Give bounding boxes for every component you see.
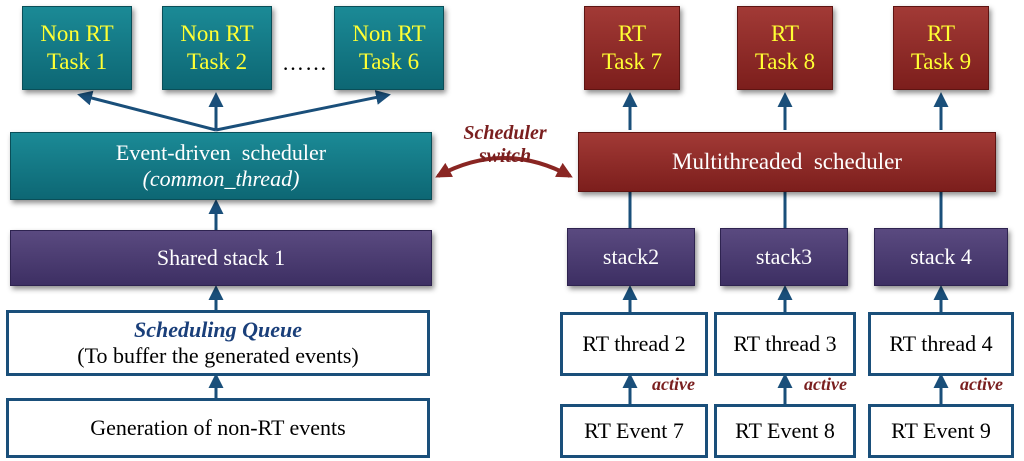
non-rt-task-6-line1: Non RT [352, 21, 426, 47]
rt-event-7-label: RT Event 7 [584, 417, 684, 443]
scheduling-queue-title: Scheduling Queue [133, 316, 303, 342]
multithreaded-scheduler: Multithreaded scheduler [578, 132, 996, 192]
rt-thread-2-label: RT thread 2 [582, 330, 686, 356]
arrow-to-non-rt-task-1 [77, 90, 217, 132]
rt-thread-2: RT thread 2 [560, 312, 708, 376]
stack-2: stack2 [567, 228, 695, 286]
rt-event-8: RT Event 8 [714, 404, 856, 458]
non-rt-task-2-line2: Task 2 [186, 49, 248, 74]
rt-thread-4-label: RT thread 4 [889, 330, 993, 356]
rt-event-7: RT Event 7 [560, 404, 708, 458]
active-label-thread-4: active [960, 374, 1003, 394]
task-ellipsis: …… [282, 50, 328, 75]
event-scheduler-subtitle: (common_thread) [142, 166, 300, 191]
non-rt-event-generation: Generation of non-RT events [6, 398, 430, 458]
rt-task-8-line2: Task 8 [754, 49, 816, 74]
rt-task-7-line2: Task 7 [601, 49, 663, 74]
event-scheduler-title: Event-driven scheduler [115, 139, 327, 165]
non-rt-task-6-line2: Task 6 [358, 49, 420, 74]
rt-task-9-line2: Task 9 [910, 49, 972, 74]
event-driven-scheduler: Event-driven scheduler (common_thread) [10, 132, 432, 200]
multithreaded-scheduler-title: Multithreaded scheduler [672, 149, 902, 175]
stack-3-label: stack3 [755, 243, 813, 269]
scheduler-switch-line1: Scheduler [463, 122, 547, 144]
scheduling-queue: Scheduling Queue (To buffer the generate… [6, 310, 430, 376]
rt-thread-4: RT thread 4 [868, 312, 1014, 376]
rt-thread-3-label: RT thread 3 [733, 330, 837, 356]
scheduler-switch-arrow [435, 156, 573, 178]
rt-event-9-label: RT Event 9 [891, 417, 991, 443]
non-rt-task-1-line1: Non RT [40, 21, 114, 47]
shared-stack-1: Shared stack 1 [10, 230, 432, 286]
non-rt-event-generation-label: Generation of non-RT events [90, 414, 346, 440]
stack-4: stack 4 [874, 228, 1008, 286]
active-label-thread-2: active [652, 374, 695, 394]
active-label-thread-3: active [804, 374, 847, 394]
scheduler-switch-line2: switch [478, 145, 532, 167]
non-rt-task-2: Non RT Task 2 [162, 6, 272, 90]
rt-event-9: RT Event 9 [868, 404, 1014, 458]
shared-stack-label: Shared stack 1 [156, 244, 286, 270]
stack-2-label: stack2 [602, 243, 660, 269]
non-rt-task-2-line1: Non RT [180, 21, 254, 47]
stack-3: stack3 [720, 228, 848, 286]
rt-task-9-line1: RT [926, 21, 955, 47]
rt-task-8-line1: RT [770, 21, 799, 47]
stack-4-label: stack 4 [910, 243, 972, 269]
non-rt-task-1: Non RT Task 1 [22, 6, 132, 90]
rt-task-8: RT Task 8 [737, 6, 833, 90]
scheduling-queue-subtitle: (To buffer the generated events) [77, 343, 359, 368]
rt-task-7: RT Task 7 [584, 6, 680, 90]
rt-event-8-label: RT Event 8 [735, 417, 835, 443]
non-rt-task-6: Non RT Task 6 [334, 6, 444, 90]
arrow-to-non-rt-task-6 [215, 90, 391, 132]
non-rt-task-1-line2: Task 1 [46, 49, 108, 74]
scheduler-switch-label: Scheduler switch [450, 122, 560, 168]
rt-task-7-line1: RT [617, 21, 646, 47]
rt-task-9: RT Task 9 [893, 6, 989, 90]
rt-thread-3: RT thread 3 [714, 312, 856, 376]
